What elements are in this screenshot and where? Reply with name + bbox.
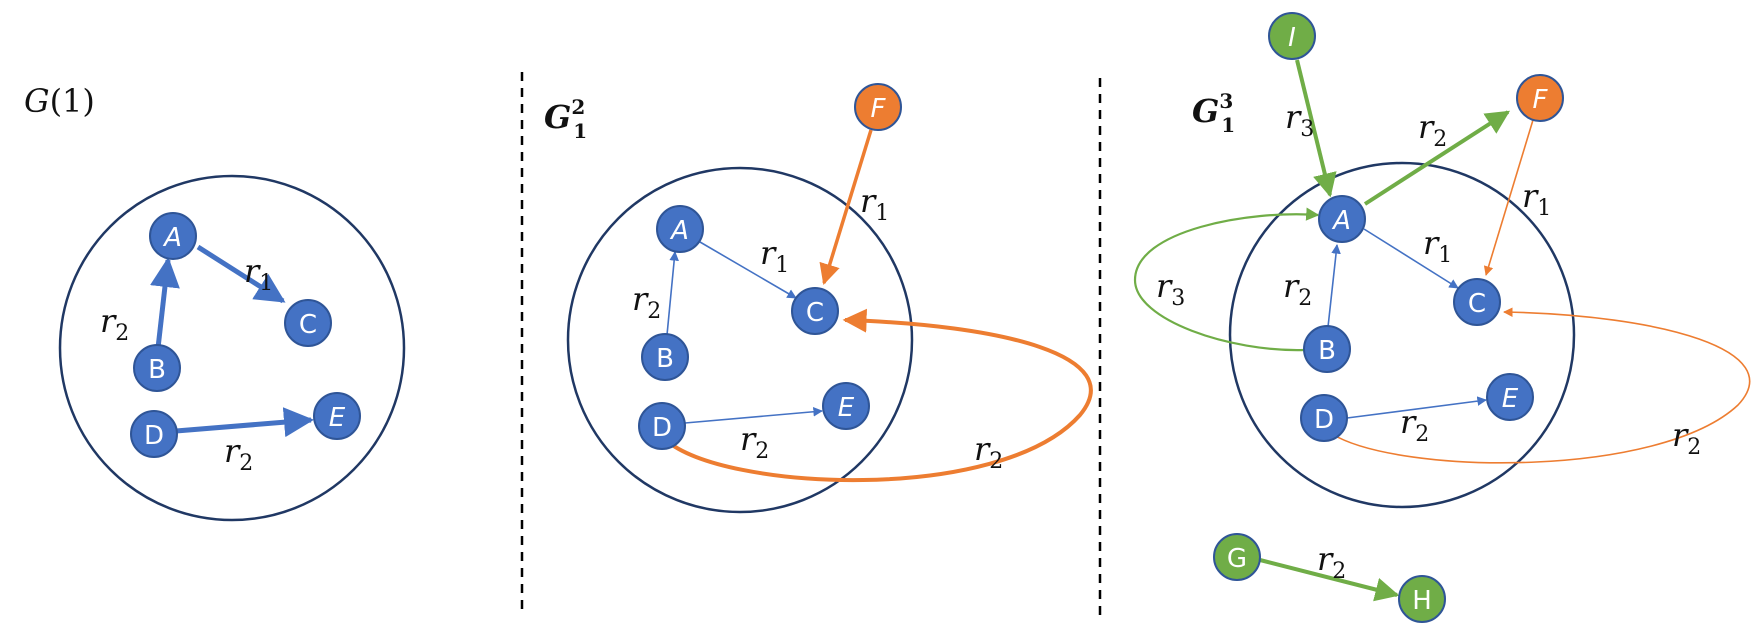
- svg-text:D: D: [1314, 405, 1334, 435]
- panel-1-node-d: D: [130, 410, 178, 458]
- panel-3-edge-label-f-c: r1: [1522, 177, 1551, 221]
- svg-text:A: A: [1331, 206, 1351, 236]
- panel-3-node-h: H: [1398, 575, 1446, 623]
- svg-text:E: E: [329, 403, 346, 433]
- panel-2-edge-label-b-a: r2: [632, 280, 661, 324]
- panel-3-node-c: C: [1453, 278, 1501, 326]
- panel-2-node-d: D: [638, 402, 686, 450]
- panel-1-node-e: E: [313, 392, 361, 440]
- svg-text:B: B: [1318, 336, 1336, 366]
- panel-3-edge-label-d-c: r2: [1672, 416, 1701, 460]
- panel-3-node-d: D: [1300, 394, 1348, 442]
- panel-3-edge-d-e: [1346, 396, 1487, 419]
- panel-2-edge-label-d-c: r2: [974, 430, 1003, 474]
- panel-1-edge-label-d-e: r2: [224, 432, 253, 476]
- svg-text:H: H: [1412, 586, 1432, 616]
- panel-1-node-b: B: [133, 344, 181, 392]
- svg-text:D: D: [652, 413, 672, 443]
- panel-2-edge-d-c: [664, 308, 1093, 482]
- panel-3-boundary-circle: [1228, 161, 1576, 509]
- panel-1-edge-label-a-c: r1: [244, 252, 273, 296]
- panel-3-edge-d-c: [1331, 307, 1751, 464]
- panel-3-edge-a-f: [1363, 110, 1511, 206]
- panel-3-edge-label-g-h: r2: [1317, 540, 1346, 584]
- svg-text:D: D: [144, 421, 164, 451]
- panel-3-edge-label-b-a-loop: r3: [1156, 267, 1185, 311]
- panel-2-edge-label-f-c: r1: [860, 182, 889, 226]
- panel-2-boundary-circle: [566, 166, 914, 514]
- panel-3-edge-label-a-c: r1: [1423, 224, 1452, 268]
- panel-3-edge-label-a-f: r2: [1418, 108, 1447, 152]
- svg-text:E: E: [838, 393, 855, 423]
- panel-3-node-f: F: [1516, 74, 1564, 122]
- panel-1-edge-b-a: [150, 257, 180, 349]
- svg-text:B: B: [656, 344, 674, 374]
- panel-3-node-g: G: [1213, 533, 1261, 581]
- panel-3-edge-label-b-a: r2: [1283, 267, 1312, 311]
- panel-1-node-a: A: [149, 212, 197, 260]
- svg-text:F: F: [1533, 85, 1549, 115]
- panel-1-boundary-circle: [58, 174, 406, 522]
- panel-3-edge-label-i-a: r3: [1285, 98, 1314, 142]
- panel-3-node-e: E: [1486, 373, 1534, 421]
- svg-text:F: F: [871, 94, 887, 124]
- panel-2-edge-label-a-c: r1: [760, 234, 789, 278]
- panel-1-node-c: C: [284, 299, 332, 347]
- svg-text:I: I: [1288, 23, 1296, 53]
- panel-2-edge-d-e: [684, 406, 823, 424]
- svg-text:C: C: [806, 298, 824, 328]
- panel-3-edge-f-c: [1483, 119, 1534, 276]
- svg-text:E: E: [1502, 384, 1519, 414]
- svg-text:G: G: [1227, 544, 1247, 574]
- svg-text:B: B: [148, 355, 166, 385]
- panel-3-edge-i-a: [1295, 59, 1337, 198]
- panel-3-edge-b-a: [1327, 244, 1341, 328]
- panel-1-edge-label-b-a: r2: [100, 302, 129, 346]
- panel-2-edge-a-c: [699, 241, 797, 299]
- svg-text:C: C: [299, 310, 317, 340]
- panel-2-edge-label-d-e: r2: [740, 420, 769, 464]
- panel-1-edge-d-e: [175, 407, 314, 438]
- panel-2-node-b: B: [641, 333, 689, 381]
- panel-2-node-e: E: [822, 382, 870, 430]
- svg-text:A: A: [669, 216, 689, 246]
- panel-1-edge-a-c: [196, 244, 286, 304]
- panel-3-node-a: A: [1318, 195, 1366, 243]
- svg-text:A: A: [162, 223, 182, 253]
- panel-3-node-b: B: [1303, 325, 1351, 373]
- panel-3-node-i: I: [1268, 12, 1316, 60]
- panel-2-node-f: F: [854, 83, 902, 131]
- panel-3-edge-a-c: [1363, 228, 1459, 289]
- panel-3-edge-label-d-e: r2: [1400, 403, 1429, 447]
- panel-2-node-c: C: [791, 287, 839, 335]
- panel-3-edge-b-a-loop: [1133, 207, 1320, 352]
- panel-2-edge-f-c: [819, 129, 873, 286]
- panel-1: G(1) r2 r1 r2 A B C D E: [24, 82, 406, 522]
- svg-text:C: C: [1468, 289, 1486, 319]
- panel-2-node-a: A: [656, 205, 704, 253]
- panel-2-edge-b-a: [666, 251, 679, 336]
- panel-3-edge-g-h: [1259, 558, 1400, 602]
- panel-1-title: G(1): [24, 82, 95, 120]
